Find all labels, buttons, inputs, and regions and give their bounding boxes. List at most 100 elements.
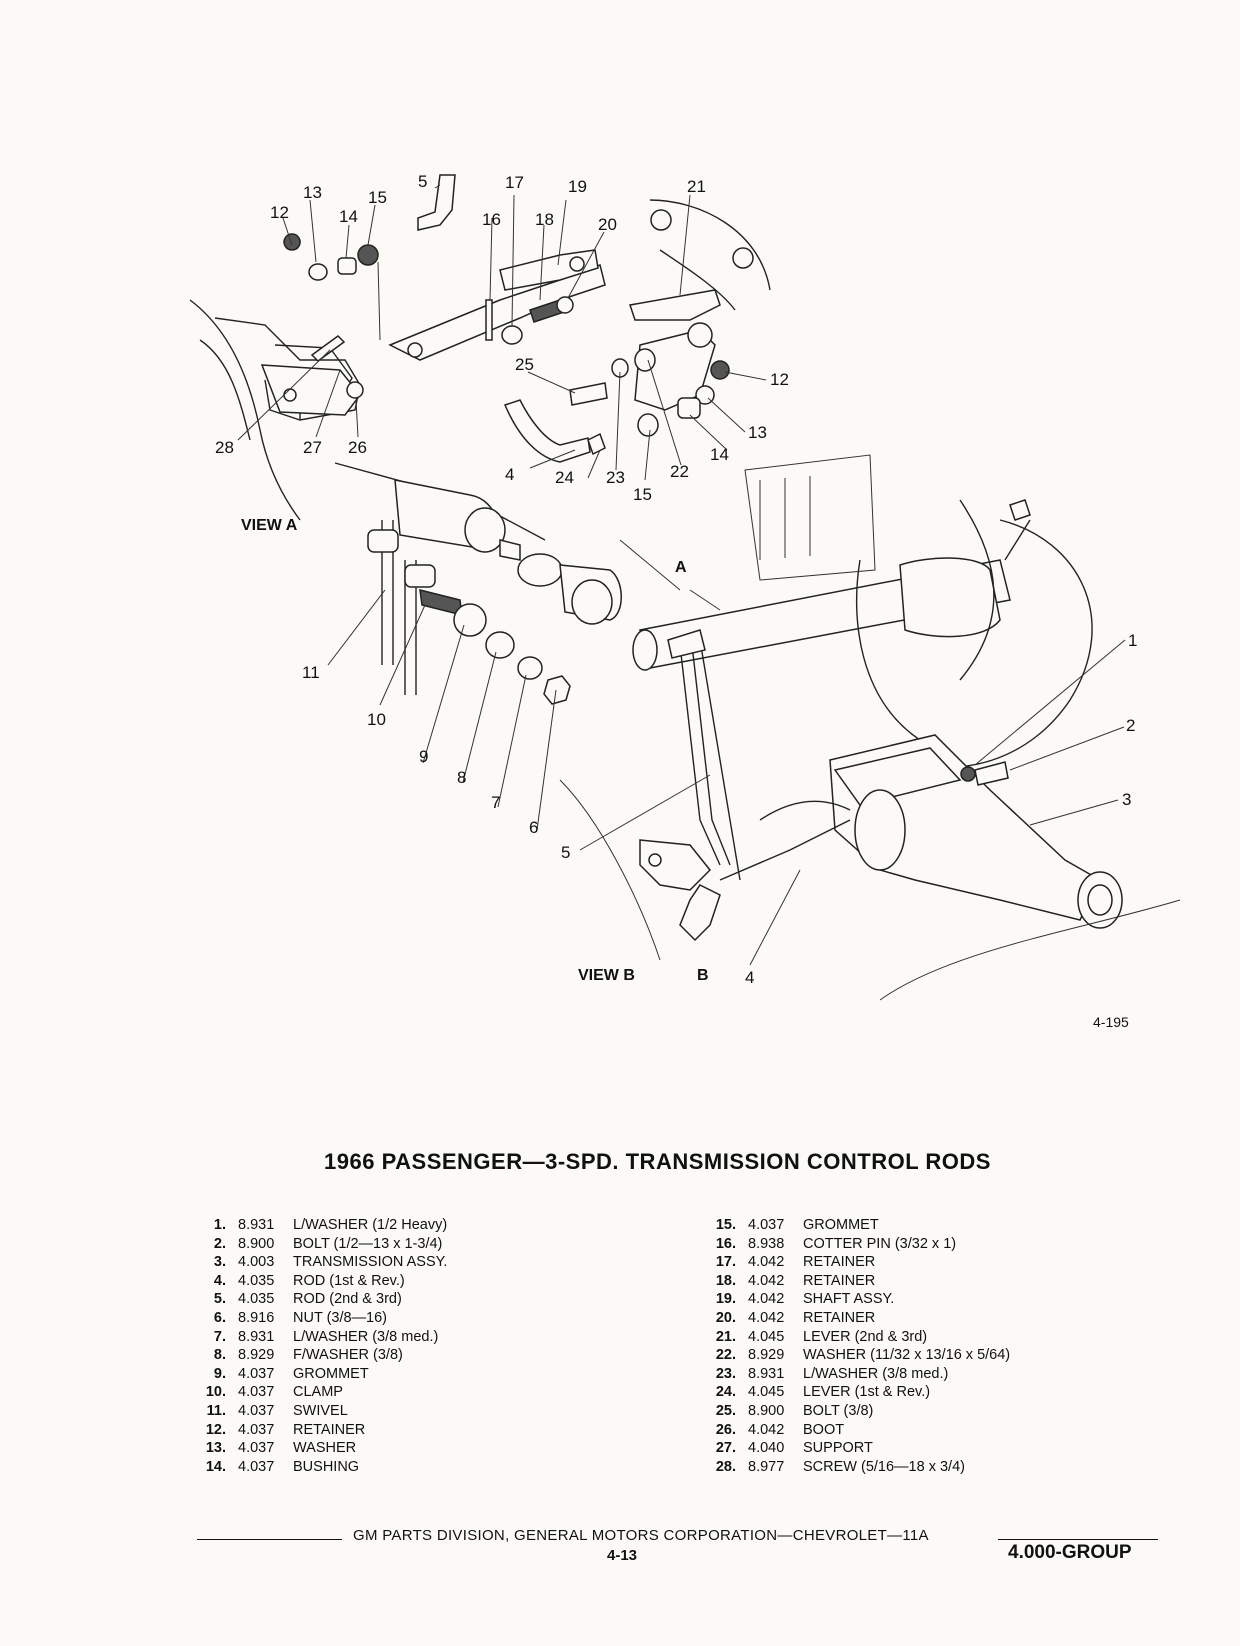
part-description: LEVER (1st & Rev.) [803,1384,931,1401]
part-group-code: 8.916 [238,1309,275,1326]
part-description: SCREW (5/16—18 x 3/4) [803,1458,965,1475]
part-description: GROMMET [803,1217,879,1233]
callout-14-right: 14 [710,445,729,464]
part-description: ROD (1st & Rev.) [293,1272,405,1289]
column-linkage [334,462,622,695]
part-group-code: 8.900 [748,1402,785,1419]
part-number: 17. [715,1254,736,1271]
part-description: RETAINER [803,1309,876,1326]
part-number: 2. [213,1235,226,1252]
callout-9: 9 [419,747,428,766]
part-group-code: 4.037 [238,1365,275,1382]
part-number: 12. [205,1421,226,1438]
screw-28 [310,335,346,362]
page-title: 1966 PASSENGER—3-SPD. TRANSMISSION CONTR… [324,1149,991,1174]
part-group-code: 4.042 [748,1291,785,1308]
part-description: F/WASHER (3/8) [293,1347,403,1364]
part-number: 24. [715,1384,736,1401]
callout-12-right: 12 [770,370,789,389]
part-number: 16. [715,1235,736,1252]
part-group-code: 4.040 [748,1440,785,1457]
part-number: 22. [715,1347,736,1364]
parts-list-row: 24. 4.045 LEVER (1st & Rev.) [690,1383,1010,1402]
callout-12: 12 [270,203,289,222]
part-group-code: 4.035 [238,1291,275,1308]
callout-26: 26 [348,438,367,457]
part-group-code: 8.931 [238,1217,275,1233]
part-description: SWIVEL [293,1402,348,1419]
part-number: 7. [213,1328,226,1345]
part-group-code: 4.042 [748,1254,785,1271]
parts-12-15-upper [283,233,379,281]
callout-15: 15 [368,188,387,207]
callout-20: 20 [598,215,617,234]
part-group-code: 8.938 [748,1235,785,1252]
part-group-code: 8.977 [748,1458,785,1475]
part-number: 28. [715,1458,736,1475]
part-number: 15. [715,1217,736,1233]
part-group-code: 4.045 [748,1384,785,1401]
part-group-code: 4.037 [748,1217,785,1233]
callout-28: 28 [215,438,234,457]
part-group-code: 4.045 [748,1328,785,1345]
part-description: RETAINER [803,1272,876,1289]
part-group-code: 8.931 [748,1365,785,1382]
part-group-code: 4.003 [238,1254,275,1271]
callout-7: 7 [491,793,500,812]
part-group-code: 4.037 [238,1402,275,1419]
callout-14: 14 [339,207,358,226]
callout-17: 17 [505,173,524,192]
parts-6-9 [453,603,571,705]
callout-19: 19 [568,177,587,196]
footer-rule-left [197,1539,342,1540]
part-description: GROMMET [293,1365,369,1382]
callout-numbers: 12 13 14 15 5 16 17 18 19 20 21 25 12 13… [215,172,1137,987]
part-description: LEVER (2nd & 3rd) [803,1328,928,1345]
part-group-code: 4.042 [748,1309,785,1326]
part-group-code: 4.042 [748,1272,785,1289]
callout-2: 2 [1126,716,1135,735]
leader-lines [237,184,1126,966]
part-group-code: 8.929 [748,1347,785,1364]
part-number: 25. [715,1402,736,1419]
part-group-code: 4.037 [238,1421,275,1438]
marker-b: B [697,967,709,984]
lever-21-assembly [629,199,771,411]
part-group-code: 4.037 [238,1440,275,1457]
parts-list-row: 12. 4.037 RETAINER [180,1421,447,1440]
footer-rule-right [998,1539,1158,1540]
callout-23: 23 [606,468,625,487]
part-description: RETAINER [293,1421,366,1438]
part-number: 13. [205,1440,226,1457]
part-description: BUSHING [293,1458,360,1475]
part-number: 4. [213,1272,226,1289]
part-description: L/WASHER (1/2 Heavy) [293,1217,448,1233]
exploded-view-diagram: 12 13 14 15 5 16 17 18 19 20 21 25 12 13… [189,172,1181,1030]
callout-6: 6 [529,818,538,837]
rod-4-lever-24 [503,399,606,463]
transmission-assembly [719,734,1123,929]
callout-8: 8 [457,768,466,787]
part-number: 6. [213,1309,226,1326]
part-group-code: 4.037 [238,1384,275,1401]
part-description: L/WASHER (3/8 med.) [293,1328,439,1345]
callout-21: 21 [687,177,706,196]
